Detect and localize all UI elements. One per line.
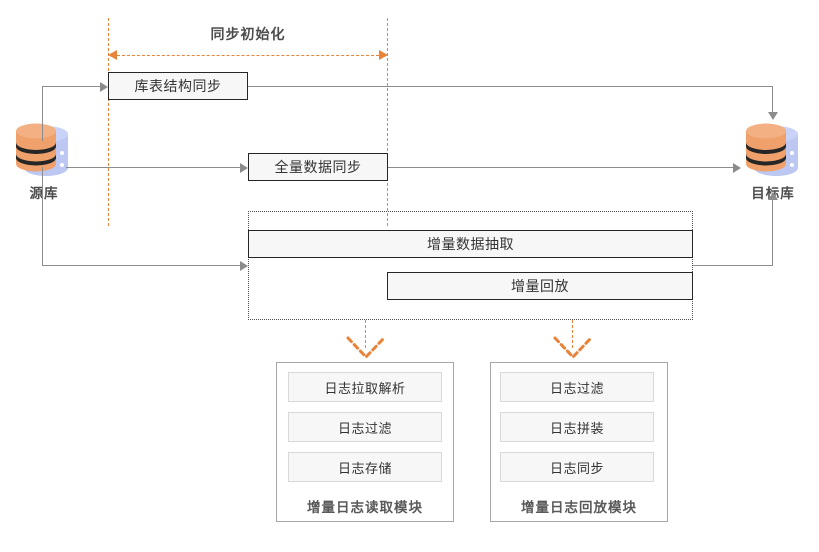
connector-schema-to-target-vertical	[772, 86, 773, 112]
connector-schema-to-target-horizontal	[248, 86, 773, 87]
connector-source-to-full-sync	[66, 167, 240, 168]
connector-source-to-schema-vertical	[42, 86, 43, 141]
connector-incr-replay-to-target-horizontal	[693, 265, 773, 266]
phase-right-guide-line	[387, 18, 388, 226]
stage-box-full-data-sync[interactable]: 全量数据同步	[248, 153, 388, 181]
stage-box-incremental-extract[interactable]: 增量数据抽取	[248, 230, 693, 258]
module-incr-log-replay-caption: 增量日志回放模块	[521, 500, 637, 515]
flow-arrow-to-replay-module-head	[552, 335, 594, 366]
arrowhead-target-top-in	[768, 112, 778, 120]
arrowhead-schema-in	[100, 82, 108, 92]
module-incr-log-read-caption: 增量日志读取模块	[307, 500, 423, 515]
connector-incr-replay-to-target-vertical	[772, 200, 773, 266]
phase-left-guide-line	[108, 18, 109, 226]
connector-full-sync-to-target	[388, 167, 733, 168]
module-incr-log-read-frame	[276, 362, 454, 522]
source-db-label: 源库	[29, 186, 59, 201]
module-incr-log-replay-item-0[interactable]: 日志过滤	[500, 372, 654, 402]
connector-source-to-incr-horizontal	[42, 265, 240, 266]
incremental-group-container	[248, 211, 693, 320]
module-incr-log-read-item-0[interactable]: 日志拉取解析	[288, 372, 442, 402]
arrowhead-full-sync-in	[240, 163, 248, 173]
flow-arrow-to-read-module-shaft	[365, 320, 366, 348]
arrowhead-incr-extract-in	[240, 261, 248, 271]
flow-arrow-to-read-module-head	[345, 335, 387, 366]
source-db-icon	[10, 120, 76, 182]
arrowhead-target-bottom-in	[768, 192, 778, 200]
module-incr-log-read-item-2[interactable]: 日志存储	[288, 452, 442, 482]
stage-box-schema-sync[interactable]: 库表结构同步	[108, 72, 248, 100]
arrowhead-target-left-in	[733, 163, 741, 173]
connector-source-to-schema-horizontal	[42, 86, 100, 87]
target-db-icon	[740, 120, 806, 182]
module-incr-log-replay-item-1[interactable]: 日志拼装	[500, 412, 654, 442]
phase-arrow-right-head	[379, 50, 388, 60]
module-incr-log-replay-frame	[490, 362, 668, 522]
phase-span-arrow-line	[117, 55, 379, 56]
module-incr-log-replay-item-2[interactable]: 日志同步	[500, 452, 654, 482]
flow-arrow-to-replay-module-shaft	[572, 320, 573, 348]
module-incr-log-read-item-1[interactable]: 日志过滤	[288, 412, 442, 442]
phase-arrow-left-head	[108, 50, 117, 60]
connector-source-to-incr-vertical	[42, 167, 43, 266]
stage-box-incremental-replay[interactable]: 增量回放	[387, 272, 693, 300]
phase-label: 同步初始化	[210, 26, 286, 42]
